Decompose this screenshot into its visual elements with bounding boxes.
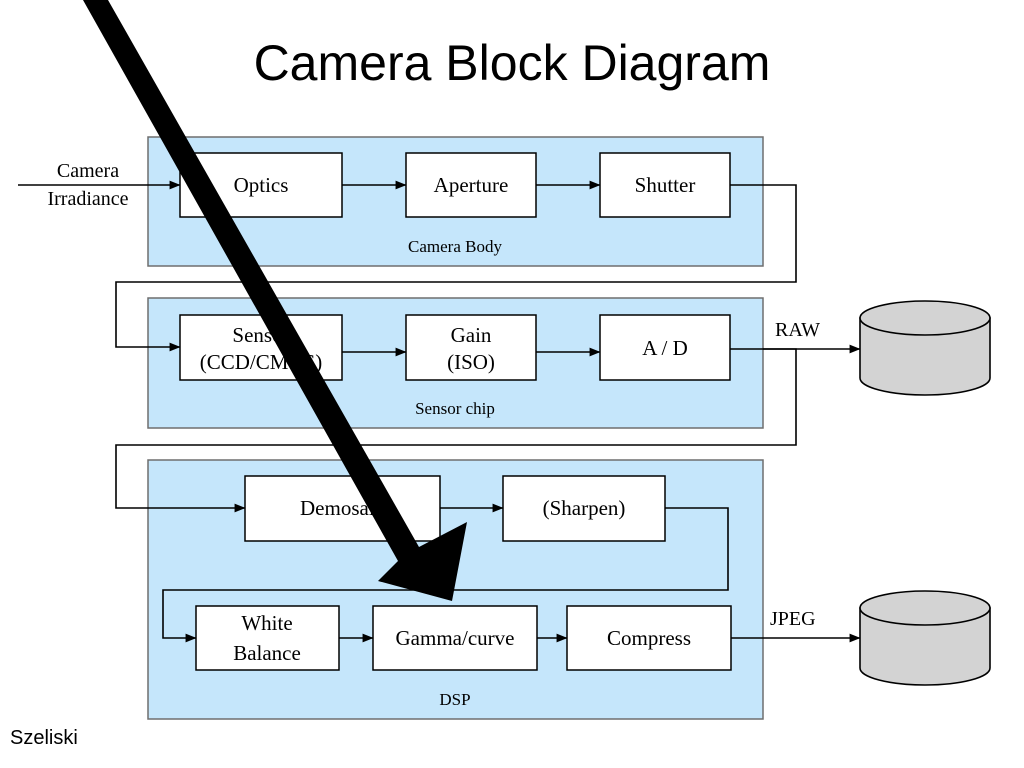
arrow-shutter-sensor bbox=[115, 184, 797, 352]
block-label: Compress bbox=[607, 626, 691, 650]
block-label: Aperture bbox=[434, 173, 509, 197]
block-label-line-2: (ISO) bbox=[447, 350, 495, 374]
block-gamma-curve: Gamma/curve bbox=[372, 605, 538, 671]
block-aperture: Aperture bbox=[405, 152, 537, 218]
block-label-line-1: Gain bbox=[451, 323, 492, 347]
block-shutter: Shutter bbox=[599, 152, 731, 218]
connectors bbox=[18, 180, 861, 643]
block-label: (Sharpen) bbox=[543, 496, 626, 520]
block-label: A / D bbox=[642, 336, 688, 360]
output-label-jpeg: JPEG bbox=[770, 608, 816, 630]
slide-title: Camera Block Diagram bbox=[253, 35, 771, 91]
input-label-line-1: Camera bbox=[57, 160, 119, 182]
block-ad: A / D bbox=[599, 314, 731, 381]
output-label-raw: RAW bbox=[775, 319, 820, 341]
storage-cylinder-raw bbox=[859, 300, 991, 396]
storage-cylinder-jpeg bbox=[859, 590, 991, 686]
stage-label-sensor-chip: Sensor chip bbox=[415, 399, 495, 418]
stage-label-dsp: DSP bbox=[439, 690, 470, 709]
arrow-ad-demosaic bbox=[115, 348, 797, 513]
block-label: Optics bbox=[234, 173, 289, 197]
block-gain: Gain (ISO) bbox=[405, 314, 537, 381]
stage-label-camera-body: Camera Body bbox=[408, 237, 502, 256]
block-label-line-1: White bbox=[241, 611, 292, 635]
block-white-balance: White Balance bbox=[195, 605, 340, 671]
block-label: Shutter bbox=[635, 173, 696, 197]
block-demosaic: Demosaic bbox=[244, 475, 441, 542]
input-label-line-2: Irradiance bbox=[47, 188, 128, 210]
block-compress: Compress bbox=[566, 605, 732, 671]
credit-text: Szeliski bbox=[10, 727, 78, 749]
input-label: Camera Irradiance bbox=[47, 160, 128, 210]
block-label-line-2: Balance bbox=[233, 641, 301, 665]
block-sharpen: (Sharpen) bbox=[502, 475, 666, 542]
annotation-arrow bbox=[40, 0, 467, 601]
block-label: Gamma/curve bbox=[396, 626, 515, 650]
